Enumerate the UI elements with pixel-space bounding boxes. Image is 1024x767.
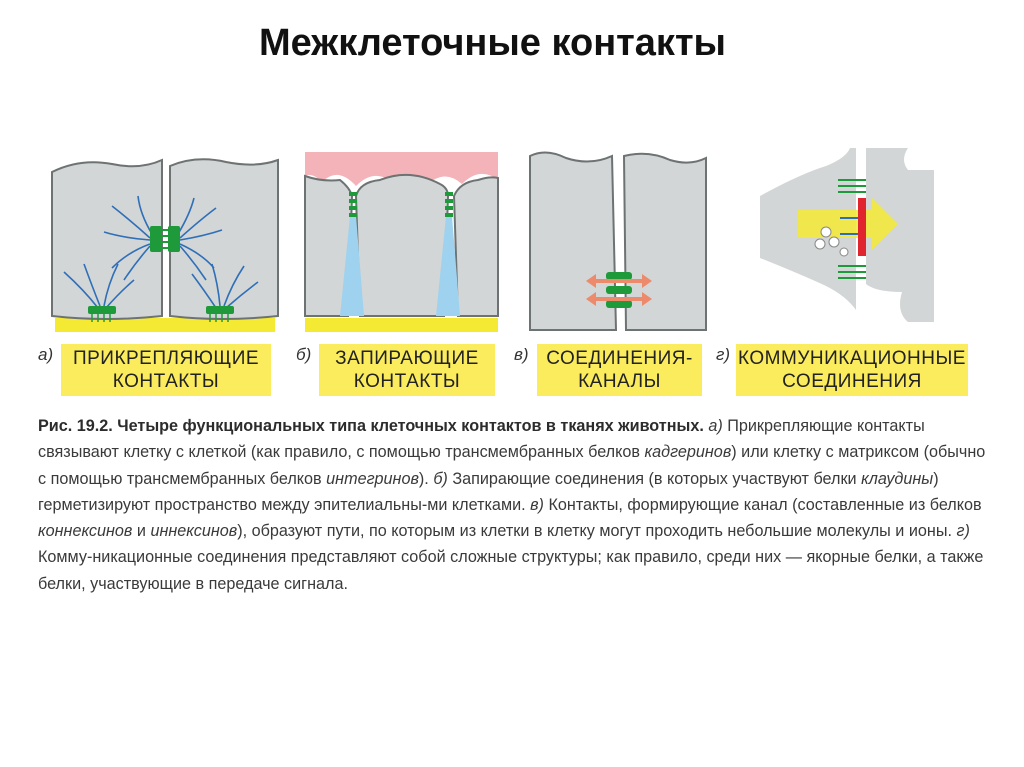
label-g-line2: СОЕДИНЕНИЯ xyxy=(782,371,922,392)
label-channel-junctions: СОЕДИНЕНИЯ- КАНАЛЫ xyxy=(537,344,702,396)
caption-text-7: и xyxy=(136,522,146,541)
apical-lumen-b xyxy=(305,152,498,186)
basement-membrane-b xyxy=(305,318,498,332)
cell-left-a xyxy=(51,158,163,320)
panel-letter-a: а) xyxy=(38,345,54,364)
anchoring-proteins-d xyxy=(838,179,866,279)
caption-text-9: Комму-никационные соединения представляю… xyxy=(38,548,984,593)
cell-right-a xyxy=(169,158,279,320)
caption-text-3: ). xyxy=(418,469,429,488)
desmosome-junction-a xyxy=(150,226,180,252)
panel-letter-g: г) xyxy=(716,345,731,364)
panel-a-drawing xyxy=(51,158,279,332)
label-anchoring-contacts: ПРИКРЕПЛЯЮЩИЕ КОНТАКТЫ xyxy=(61,344,271,396)
figure-caption: Рис. 19.2. Четыре функциональных типа кл… xyxy=(38,413,988,597)
caption-letter-v: в) xyxy=(530,495,544,514)
integrin-spikes-a xyxy=(91,314,229,322)
postsynaptic-cell-d xyxy=(866,148,934,322)
exchange-arrows-c xyxy=(586,274,652,306)
cell-right-c xyxy=(622,152,707,331)
caption-text-2: ) или клетку с матриксом (обычно с помощ… xyxy=(38,443,986,488)
label-b-line1: ЗАПИРАЮЩИЕ xyxy=(335,348,479,369)
panel-letter-v: в) xyxy=(514,345,529,364)
caption-text-4: Запирающие соединения (в которых участву… xyxy=(452,469,857,488)
intercellular-space-2-b xyxy=(436,216,460,316)
caption-letter-g: г) xyxy=(956,522,970,541)
label-v-line2: КАНАЛЫ xyxy=(578,371,661,392)
label-a-line1: ПРИКРЕПЛЯЮЩИЕ xyxy=(72,348,260,369)
vesicles-d xyxy=(814,226,849,257)
caption-letter-a: а) xyxy=(708,417,723,435)
caption-term-cadherins: кадгеринов xyxy=(644,443,732,462)
tight-junction-2-b xyxy=(445,192,453,217)
hemidesmosome-right-a xyxy=(206,306,234,314)
tight-junction-1-b xyxy=(349,192,357,217)
panel-c-drawing xyxy=(529,151,707,331)
signal-proteins-d xyxy=(840,217,858,235)
signal-arrow-d xyxy=(798,198,898,250)
extracellular-matrix-a xyxy=(55,318,275,332)
cell-3-b xyxy=(452,176,499,317)
caption-term-claudins: клаудины xyxy=(861,469,934,488)
panel-d-drawing xyxy=(760,148,934,322)
caption-term-connexins: коннексинов xyxy=(38,522,133,541)
gap-junction-c xyxy=(606,272,632,308)
caption-text-6: Контакты, формирующие канал (составленны… xyxy=(548,495,982,514)
label-tight-contacts: ЗАПИРАЮЩИЕ КОНТАКТЫ xyxy=(319,344,495,396)
slide-title: Межклеточные контакты xyxy=(258,22,727,64)
label-a-line2: КОНТАКТЫ xyxy=(112,371,220,392)
hemidesmosome-left-a xyxy=(88,306,116,314)
caption-text-8: ), образуют пути, по которым из клетки в… xyxy=(237,522,952,541)
panel-b-drawing xyxy=(304,152,499,332)
caption-term-integrins: интегринов xyxy=(326,469,419,488)
caption-text-5: ) герметизируют пространство между эпите… xyxy=(38,469,939,514)
caption-lead: Рис. 19.2. Четыре функциональных типа кл… xyxy=(38,417,704,435)
cytoskeleton-fibers-a xyxy=(63,195,259,309)
caption-term-innexins: иннексинов xyxy=(150,522,238,541)
label-b-line2: КОНТАКТЫ xyxy=(353,371,461,392)
receptor-d xyxy=(858,198,866,256)
caption-text-1: Прикрепляющие контакты связывают клетку … xyxy=(38,417,925,462)
label-communication-junctions: КОММУНИКАЦИОННЫЕ СОЕДИНЕНИЯ xyxy=(736,344,968,396)
label-v-line1: СОЕДИНЕНИЯ- xyxy=(546,348,693,369)
label-g-line1: КОММУНИКАЦИОННЫЕ xyxy=(738,348,966,369)
cell-left-c xyxy=(529,151,618,331)
caption-letter-b: б) xyxy=(433,469,448,488)
intercellular-space-1-b xyxy=(340,216,364,316)
cell-2-b xyxy=(354,173,450,317)
panel-letter-b: б) xyxy=(296,345,312,364)
